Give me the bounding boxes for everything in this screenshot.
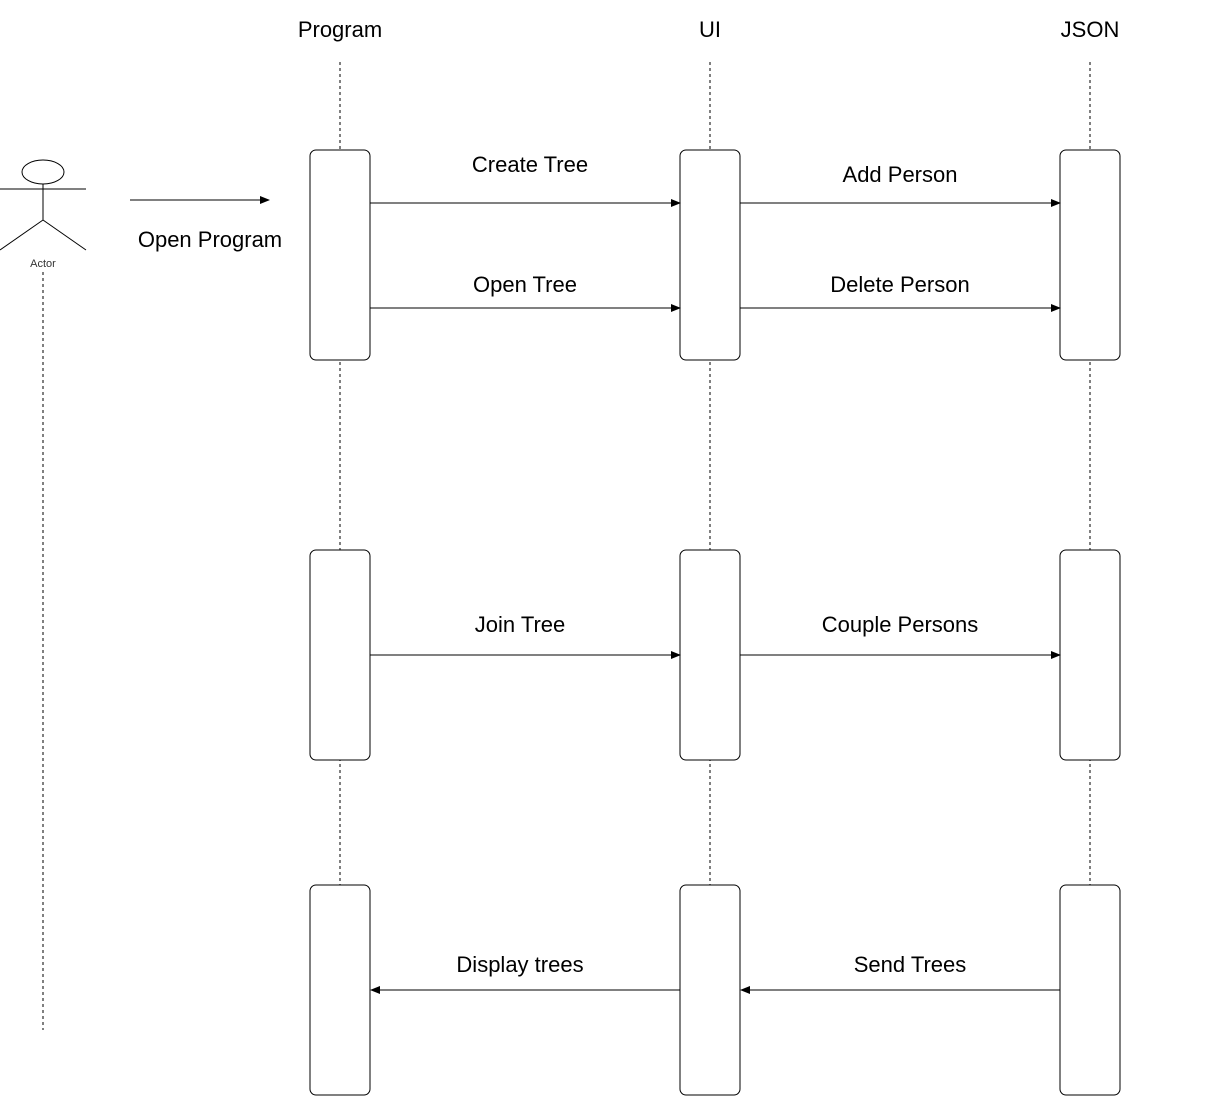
activation-json-3	[1059, 884, 1121, 1096]
activation-program-1	[309, 149, 371, 361]
activation-ui-3	[679, 884, 741, 1096]
lifeline-title-json: JSON	[1061, 17, 1120, 42]
add-person-label: Add Person	[843, 162, 958, 187]
activation-ui-2	[679, 549, 741, 761]
lifeline-title-program: Program	[298, 17, 382, 42]
join-tree-label: Join Tree	[475, 612, 566, 637]
open-tree-label: Open Tree	[473, 272, 577, 297]
actor-figure	[0, 159, 87, 251]
open-program-label: Open Program	[138, 227, 282, 252]
activation-program-2	[309, 549, 371, 761]
actor-leg-right	[42, 219, 87, 251]
display-trees-label: Display trees	[456, 952, 583, 977]
activation-json-2	[1059, 549, 1121, 761]
actor-leg-left	[0, 219, 44, 251]
actor-head	[21, 159, 65, 185]
activation-program-3	[309, 884, 371, 1096]
couple-persons-label: Couple Persons	[822, 612, 979, 637]
activation-ui-1	[679, 149, 741, 361]
send-trees-label: Send Trees	[854, 952, 967, 977]
activation-json-1	[1059, 149, 1121, 361]
delete-person-label: Delete Person	[830, 272, 969, 297]
actor-label: Actor	[30, 258, 56, 270]
lifeline-title-ui: UI	[699, 17, 721, 42]
create-tree-label: Create Tree	[472, 152, 588, 177]
